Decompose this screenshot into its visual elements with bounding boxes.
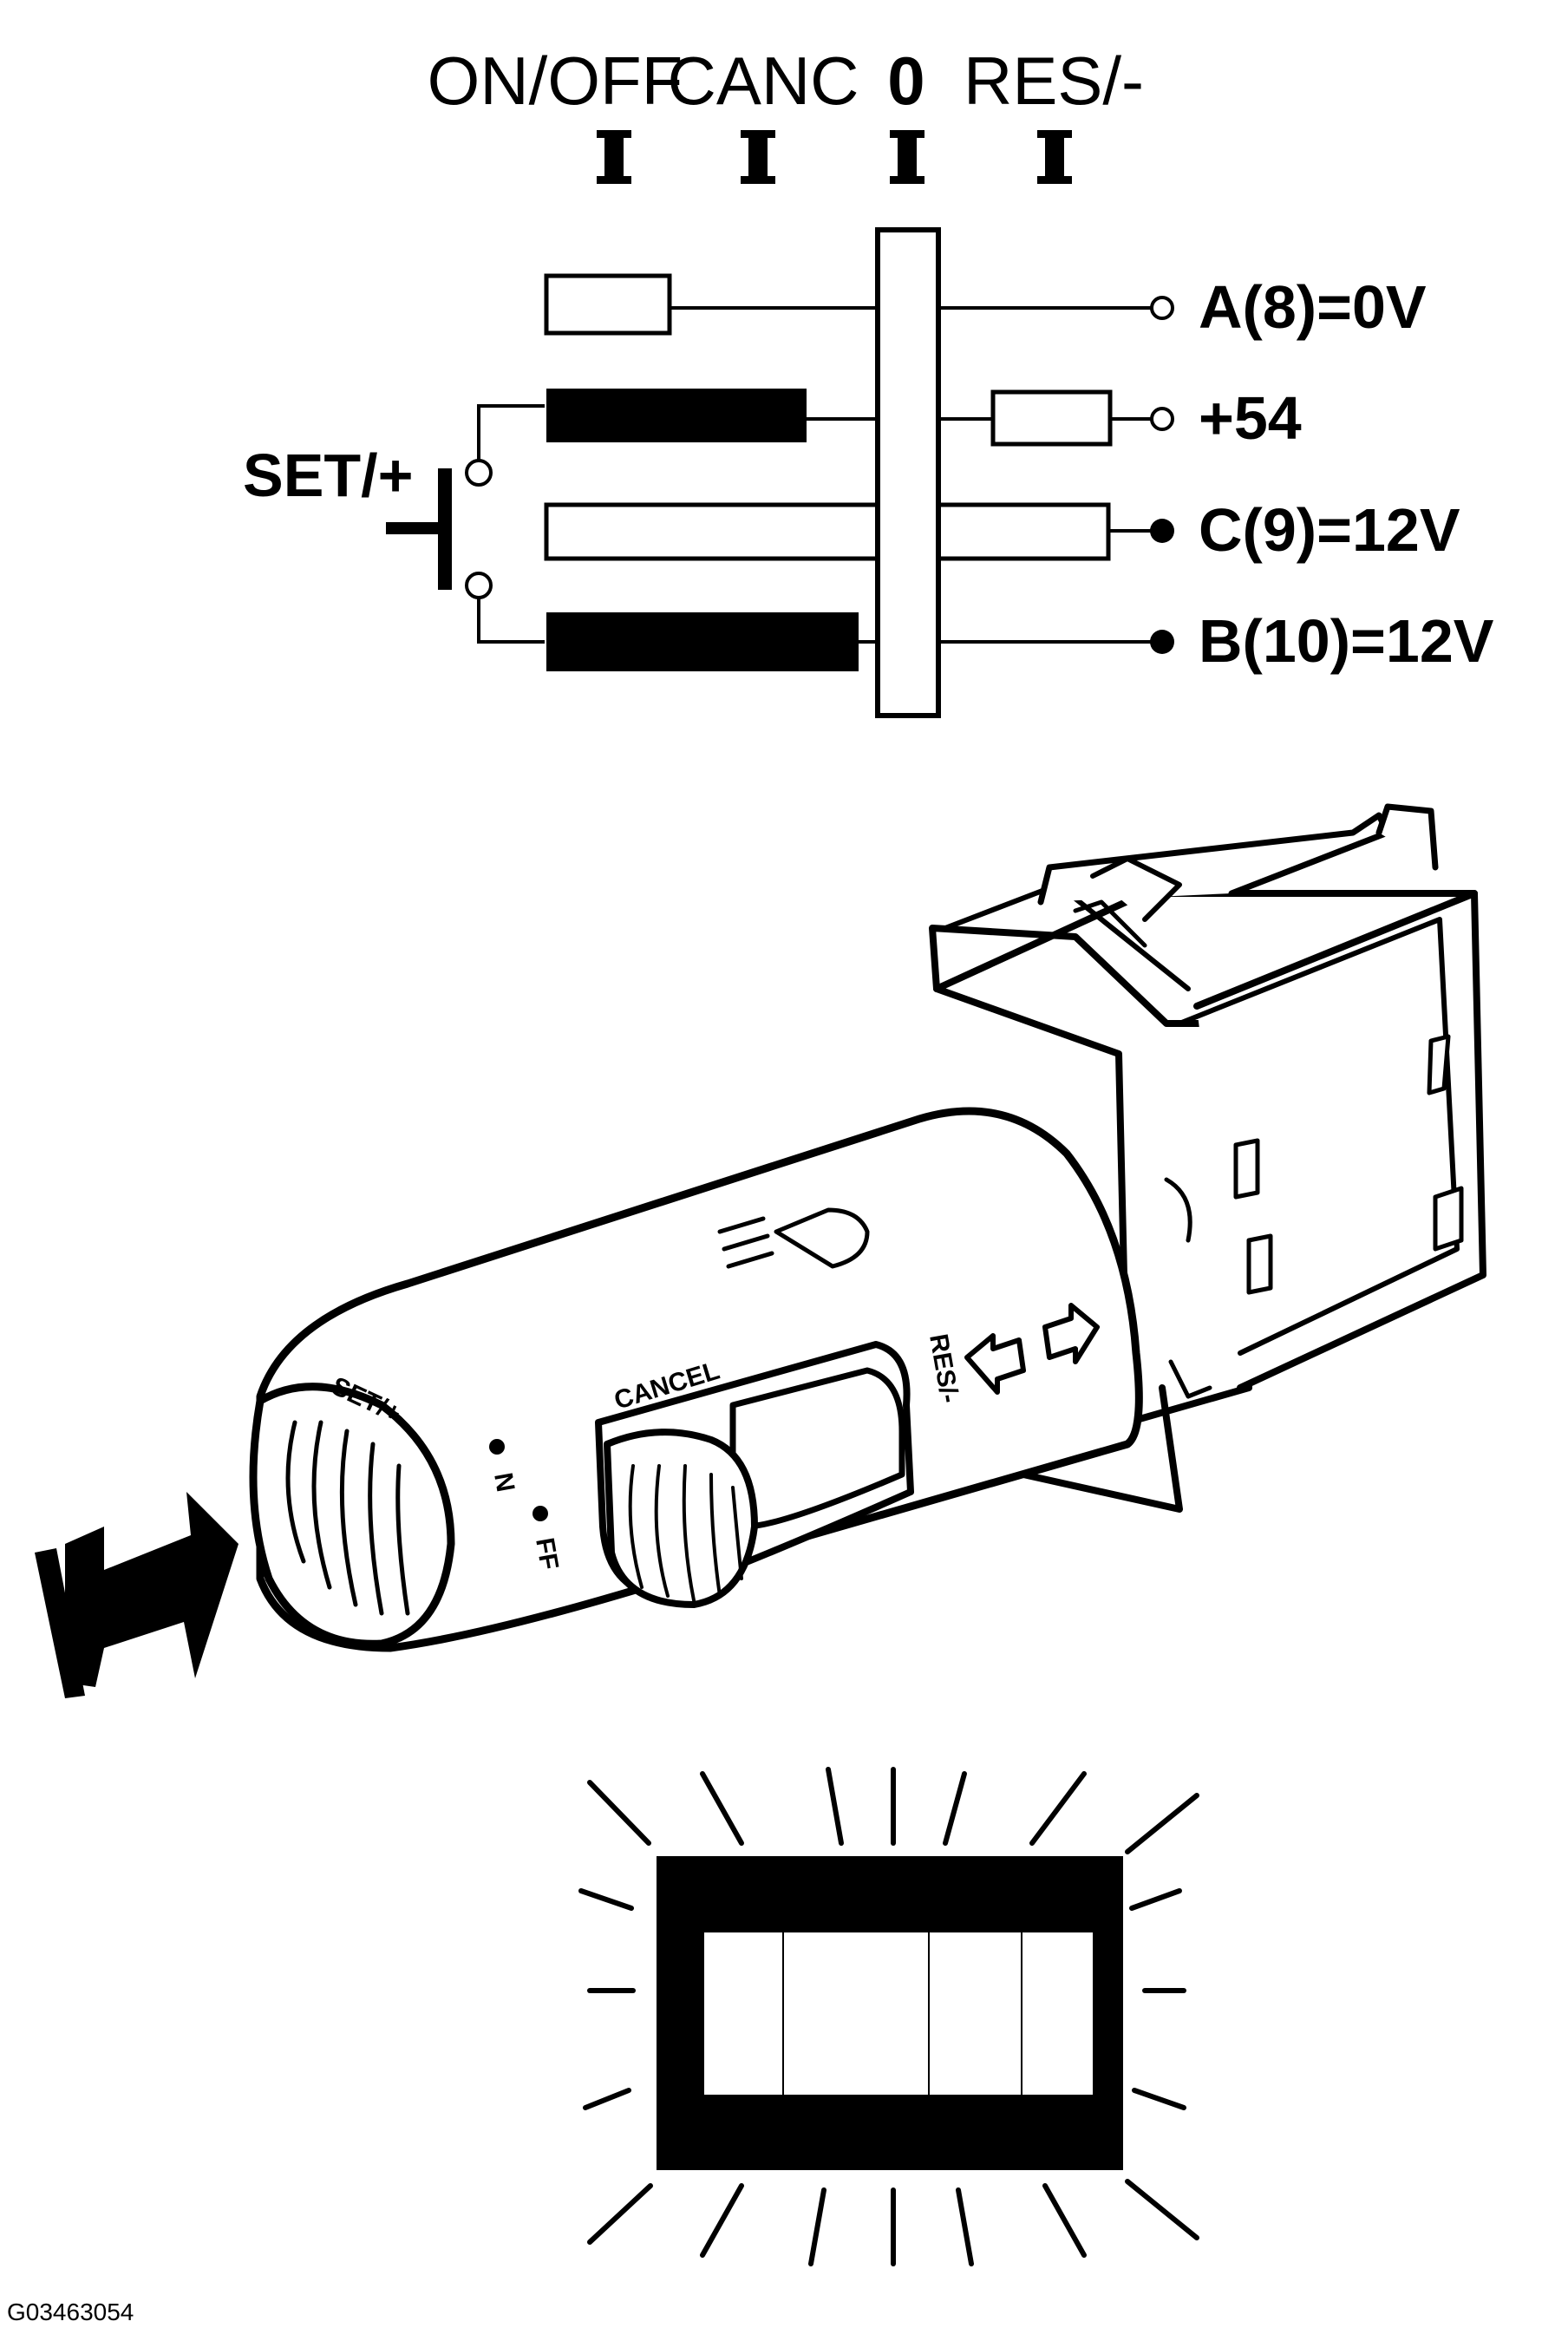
switch-off-label: FF (530, 1535, 564, 1572)
lamp-window (704, 1932, 1093, 2095)
terminal-open (1150, 296, 1174, 320)
position-label-res: RES/- (964, 43, 1144, 119)
schematic-wires (477, 306, 1162, 644)
terminal-filled (1150, 519, 1174, 543)
pin-label-c: C(9)=12V (1199, 496, 1460, 564)
connector-housing (929, 925, 1252, 1426)
switch-schematic: ON/OFF CANC 0 RES/- (243, 43, 1494, 718)
right-arrow-icon (1042, 1303, 1100, 1364)
position-marker-canc (741, 130, 775, 184)
left-arrow-icon (964, 1333, 1026, 1395)
high-beam-icon (717, 1207, 870, 1269)
stalk-switch-illustration (35, 803, 1486, 1698)
set-button-symbol (386, 459, 493, 599)
lever-body (256, 1107, 1143, 1652)
common-bus (875, 227, 941, 718)
position-label-on-off: ON/OFF (428, 43, 683, 119)
figure-id: G03463054 (7, 2298, 134, 2325)
position-marker-res (1037, 130, 1072, 184)
contact-bar (546, 612, 859, 671)
position-marker-on-off (597, 130, 631, 184)
lamp-rays (578, 1767, 1199, 2266)
position-label-canc: CANC (667, 43, 859, 119)
terminal-filled (1150, 630, 1174, 654)
contact-bar (544, 502, 1111, 561)
resistor-box (990, 389, 1113, 447)
set-label: SET/+ (243, 441, 413, 509)
terminal-open (1150, 407, 1174, 431)
position-marker-zero (890, 130, 924, 184)
pin-label-54: +54 (1199, 384, 1302, 452)
position-label-zero: 0 (887, 43, 924, 119)
lamp-segments (782, 1932, 1022, 2095)
contact-bar (546, 389, 807, 442)
pin-label-b: B(10)=12V (1199, 607, 1494, 675)
off-indicator-dot (532, 1506, 548, 1521)
on-indicator-dot (489, 1439, 505, 1455)
resistor-box (544, 273, 672, 336)
pin-label-a: A(8)=0V (1199, 273, 1427, 341)
push-direction-arrow (35, 1492, 238, 1698)
indicator-lamp (578, 1767, 1199, 2266)
